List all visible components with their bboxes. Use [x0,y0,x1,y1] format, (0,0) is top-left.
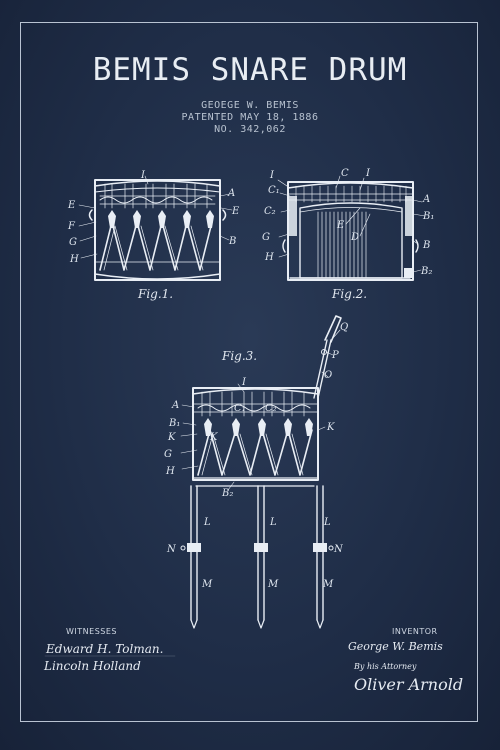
fig2-label-I: I [269,170,275,181]
fig3-label-A: A [171,400,179,411]
fig3-label-K-mid: K [209,432,218,443]
border-frame [20,22,478,722]
fig2-label-H: H [264,252,274,263]
fig3-label-P: P [331,350,339,361]
witness-signature-2: Lincoln Holland [43,659,141,673]
fig3-label-L-mid: L [269,517,277,528]
fig1-label-A: A [227,188,235,199]
fig2-label-C2: C₂ [264,206,276,217]
fig1-label-G: G [69,237,77,248]
fig3-label-I: I [241,377,247,388]
fig3-drum-on-stand [180,315,342,629]
fig3-label-H: H [165,466,175,477]
fig2-label-G: G [262,232,270,243]
fig1-caption: Fig.1. [137,287,173,301]
fig3-label-L-right: L [323,517,331,528]
fig2-label-E: E [336,220,345,231]
fig2-label-B1: B₁ [422,211,434,222]
by-attorney-text: By his Attorney [353,662,417,671]
fig1-label-H: H [69,254,79,265]
fig3-label-B1: B₁ [168,418,180,429]
fig3-label-C2: C₂ [265,403,277,414]
patent-number: NO. 342,062 [214,124,286,135]
fig1-label-E: E [67,200,76,211]
fig3-label-M-right: M [322,579,334,590]
fig3-label-C1: C₁ [234,403,246,414]
fig2-label-D: D [350,232,359,243]
fig2-caption: Fig.2. [331,287,367,301]
fig3-label-B2: B₂ [221,488,233,499]
inventor-heading: INVENTOR [392,627,438,636]
fig3-label-K: K [167,432,176,443]
fig3-label-M-left: M [201,579,213,590]
fig3-label-G: G [164,449,172,460]
inventor-line: GEOEGE W. BEMIS [201,100,299,111]
fig3-caption: Fig.3. [221,349,257,363]
fig1-drum [78,175,233,281]
fig3-label-K-right: K [326,422,335,433]
fig1-label-E-right: E [231,206,240,217]
fig2-label-I-right: I [365,168,371,179]
witness-signature-1: Edward H. Tolman. [45,642,163,656]
fig2-label-C: C [341,168,349,179]
fig2-label-B2: B₂ [420,266,432,277]
fig2-label-B: B [422,240,430,251]
fig3-label-N-left: N [166,544,177,555]
witnesses-heading: WITNESSES [66,627,117,636]
fig3-label-M-mid: M [267,579,279,590]
fig1-label-I: I [140,170,146,181]
fig2-label-A: A [422,194,430,205]
page-title: BEMIS SNARE DRUM [92,52,408,88]
fig3-label-N-right: N [333,544,344,555]
fig1-label-B: B [228,236,236,247]
inventor-signature: George W. Bemis [348,640,443,653]
fig2-label-C1: C₁ [268,185,280,196]
attorney-signature: Oliver Arnold [354,675,463,694]
fig3-label-L-left: L [203,517,211,528]
fig3-label-O: O [324,370,332,381]
fig1-label-F: F [67,221,76,232]
fig3-label-Q: Q [340,322,348,333]
patent-date: PATENTED MAY 18, 1886 [181,112,319,123]
fig2-drum-section [277,175,426,281]
